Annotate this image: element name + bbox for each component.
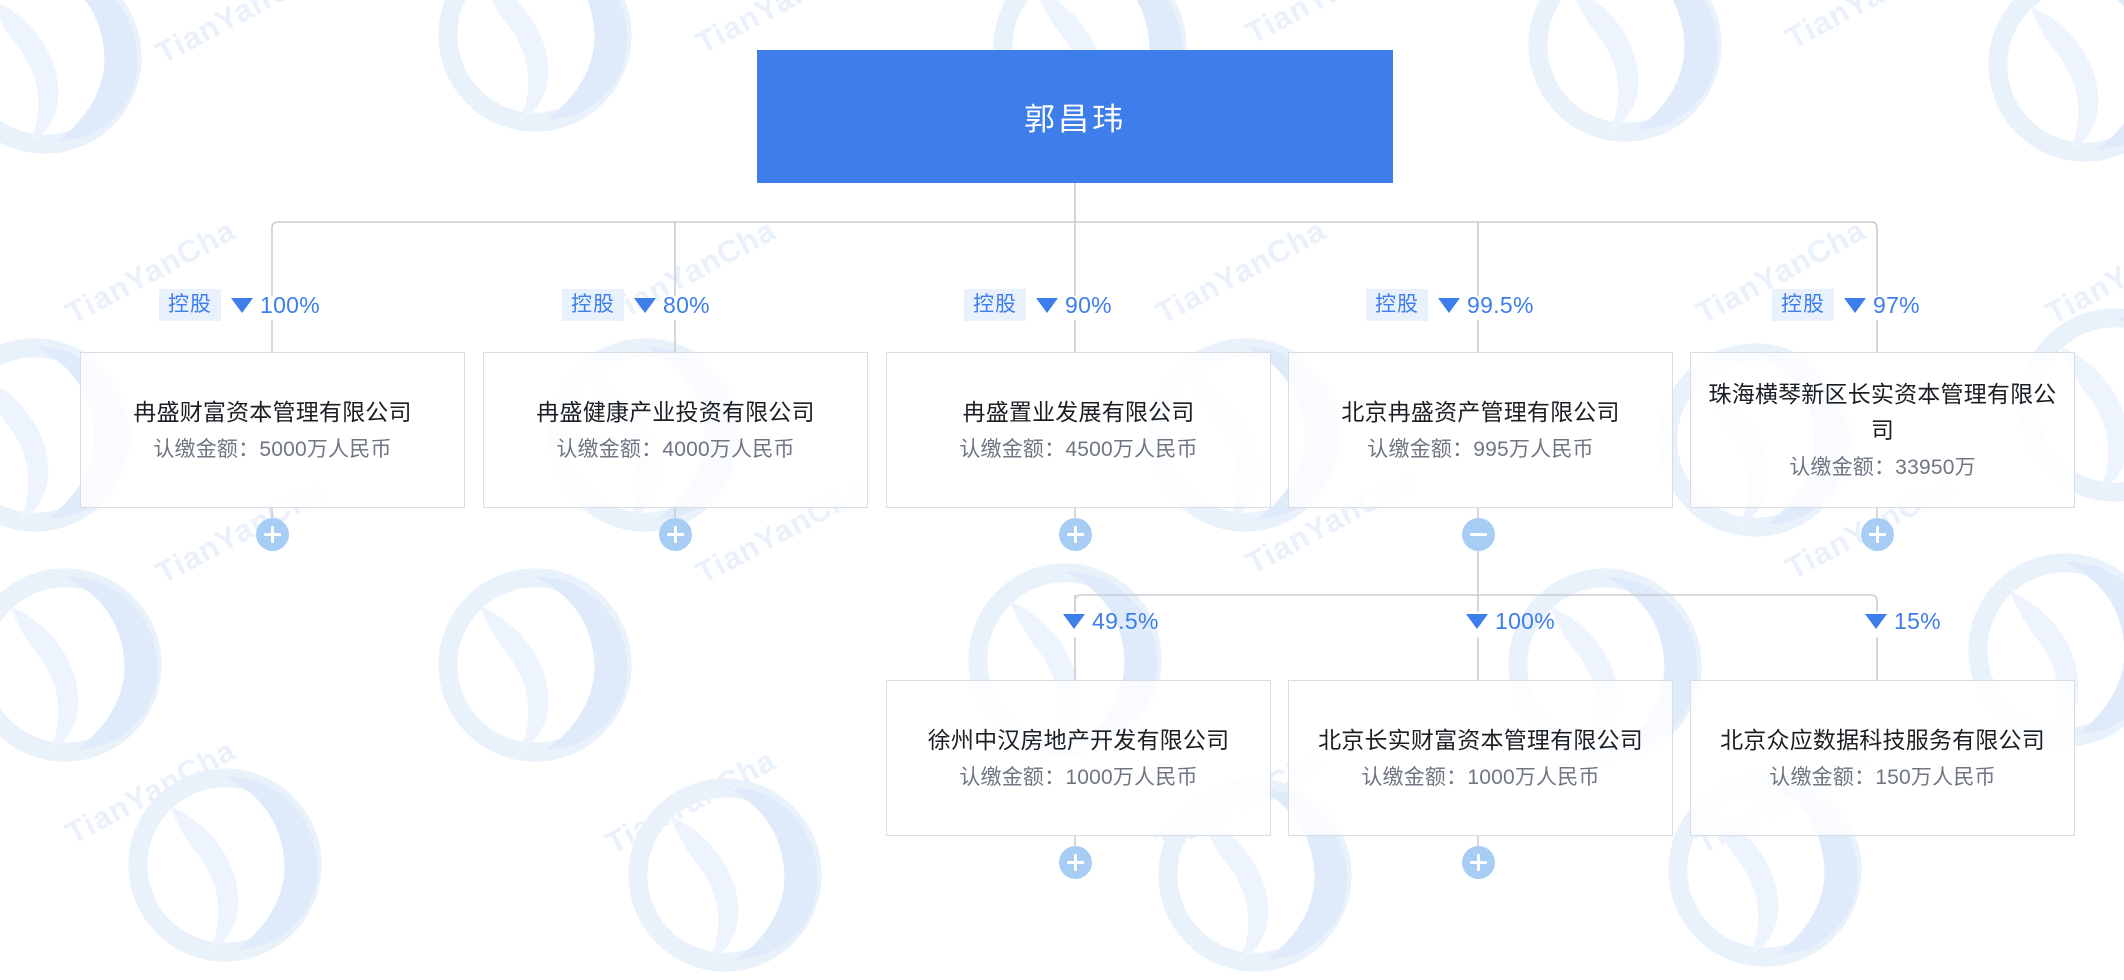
company-node[interactable]: 北京冉盛资产管理有限公司 认缴金额：995万人民币 bbox=[1288, 352, 1673, 508]
edge-label-l2-1: 100% bbox=[1466, 604, 1555, 638]
ownership-percent: 100% bbox=[260, 291, 321, 318]
arrow-down-icon bbox=[1466, 613, 1488, 629]
collapse-button[interactable] bbox=[1462, 518, 1495, 551]
edge-label-l1-0: 控股 100% bbox=[159, 288, 320, 322]
control-badge: 控股 bbox=[1772, 289, 1834, 321]
company-node[interactable]: 冉盛健康产业投资有限公司 认缴金额：4000万人民币 bbox=[483, 352, 868, 508]
edge-label-l2-0: 49.5% bbox=[1063, 604, 1159, 638]
expand-button[interactable] bbox=[659, 518, 692, 551]
expand-button[interactable] bbox=[1059, 518, 1092, 551]
ownership-percent: 15% bbox=[1894, 607, 1941, 634]
edge-label-l1-1: 控股 80% bbox=[562, 288, 710, 322]
expand-button[interactable] bbox=[1059, 846, 1092, 879]
company-name: 徐州中汉房地产开发有限公司 bbox=[927, 726, 1230, 753]
arrow-down-icon bbox=[1063, 613, 1085, 629]
minus-icon bbox=[1470, 533, 1487, 536]
company-name: 冉盛财富资本管理有限公司 bbox=[133, 398, 412, 425]
edge-label-l1-2: 控股 90% bbox=[964, 288, 1112, 322]
arrow-down-icon bbox=[634, 297, 656, 313]
expand-button[interactable] bbox=[1861, 518, 1894, 551]
company-name: 北京冉盛资产管理有限公司 bbox=[1341, 398, 1620, 425]
company-node[interactable]: 冉盛置业发展有限公司 认缴金额：4500万人民币 bbox=[886, 352, 1271, 508]
ownership-percent: 80% bbox=[663, 291, 710, 318]
ownership-percent: 97% bbox=[1873, 291, 1920, 318]
edge-label-l2-2: 15% bbox=[1865, 604, 1941, 638]
subscribed-capital: 认缴金额：5000万人民币 bbox=[153, 437, 392, 461]
root-person-node[interactable]: 郭昌玮 bbox=[757, 50, 1393, 183]
subscribed-capital: 认缴金额：995万人民币 bbox=[1367, 437, 1594, 461]
company-name: 冉盛健康产业投资有限公司 bbox=[536, 398, 815, 425]
root-person-name: 郭昌玮 bbox=[1024, 102, 1126, 137]
ownership-percent: 49.5% bbox=[1092, 607, 1159, 634]
control-badge: 控股 bbox=[159, 289, 221, 321]
plus-icon-vertical bbox=[1876, 526, 1879, 543]
arrow-down-icon bbox=[1438, 297, 1460, 313]
subscribed-capital: 认缴金额：4000万人民币 bbox=[556, 437, 795, 461]
control-badge: 控股 bbox=[1366, 289, 1428, 321]
company-name: 北京众应数据科技服务有限公司 bbox=[1720, 726, 2045, 753]
company-node[interactable]: 徐州中汉房地产开发有限公司 认缴金额：1000万人民币 bbox=[886, 680, 1271, 836]
ownership-percent: 99.5% bbox=[1467, 291, 1534, 318]
edge-label-l1-3: 控股 99.5% bbox=[1366, 288, 1534, 322]
expand-button[interactable] bbox=[1462, 846, 1495, 879]
arrow-down-icon bbox=[1844, 297, 1866, 313]
ownership-percent: 100% bbox=[1495, 607, 1556, 634]
edge-label-l1-4: 控股 97% bbox=[1772, 288, 1920, 322]
company-node[interactable]: 珠海横琴新区长实资本管理有限公司 认缴金额：33950万 bbox=[1690, 352, 2075, 508]
plus-icon-vertical bbox=[1074, 526, 1077, 543]
control-badge: 控股 bbox=[964, 289, 1026, 321]
arrow-down-icon bbox=[231, 297, 253, 313]
ownership-percent: 90% bbox=[1065, 291, 1112, 318]
plus-icon-vertical bbox=[1074, 854, 1077, 871]
subscribed-capital: 认缴金额：1000万人民币 bbox=[959, 765, 1198, 789]
company-node[interactable]: 北京长实财富资本管理有限公司 认缴金额：1000万人民币 bbox=[1288, 680, 1673, 836]
company-name: 冉盛置业发展有限公司 bbox=[962, 398, 1195, 425]
company-name: 北京长实财富资本管理有限公司 bbox=[1318, 726, 1643, 753]
control-badge: 控股 bbox=[562, 289, 624, 321]
company-node[interactable]: 冉盛财富资本管理有限公司 认缴金额：5000万人民币 bbox=[80, 352, 465, 508]
subscribed-capital: 认缴金额：33950万 bbox=[1789, 455, 1976, 479]
arrow-down-icon bbox=[1865, 613, 1887, 629]
subscribed-capital: 认缴金额：1000万人民币 bbox=[1361, 765, 1600, 789]
company-name: 珠海横琴新区长实资本管理有限公司 bbox=[1708, 380, 2057, 443]
plus-icon-vertical bbox=[674, 526, 677, 543]
plus-icon-vertical bbox=[271, 526, 274, 543]
arrow-down-icon bbox=[1036, 297, 1058, 313]
subscribed-capital: 认缴金额：150万人民币 bbox=[1769, 765, 1996, 789]
company-node[interactable]: 北京众应数据科技服务有限公司 认缴金额：150万人民币 bbox=[1690, 680, 2075, 836]
plus-icon-vertical bbox=[1477, 854, 1480, 871]
subscribed-capital: 认缴金额：4500万人民币 bbox=[959, 437, 1198, 461]
expand-button[interactable] bbox=[256, 518, 289, 551]
